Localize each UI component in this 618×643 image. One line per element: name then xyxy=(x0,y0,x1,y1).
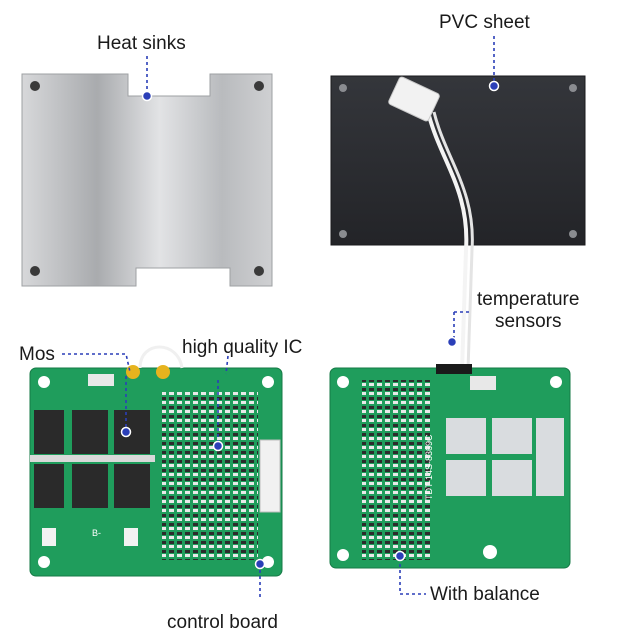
callout-leaders xyxy=(62,36,495,597)
heat-sinks-label: Heat sinks xyxy=(97,33,186,54)
callout-dots xyxy=(120,80,500,570)
temperature-sensors-line1: temperature xyxy=(477,289,580,310)
right-board-code-marking: TDT-14S-8369C xyxy=(424,434,434,500)
left-pcb-board xyxy=(29,345,283,577)
heat-sink-plate xyxy=(21,73,273,287)
with-balance-label: With balance xyxy=(430,584,540,605)
high-quality-ic-label: high quality IC xyxy=(182,337,303,358)
left-board-b-minus-marking: B- xyxy=(92,528,101,538)
control-board-label: control board xyxy=(167,612,278,633)
temperature-sensors-label: temperature sensors xyxy=(477,289,579,333)
temperature-sensor xyxy=(388,76,474,371)
right-pcb-board xyxy=(329,364,571,569)
pvc-sheet-panel xyxy=(330,75,586,246)
temperature-sensors-line2: sensors xyxy=(494,310,562,332)
pvc-sheet-label: PVC sheet xyxy=(439,12,530,33)
mos-label: Mos xyxy=(19,344,55,365)
